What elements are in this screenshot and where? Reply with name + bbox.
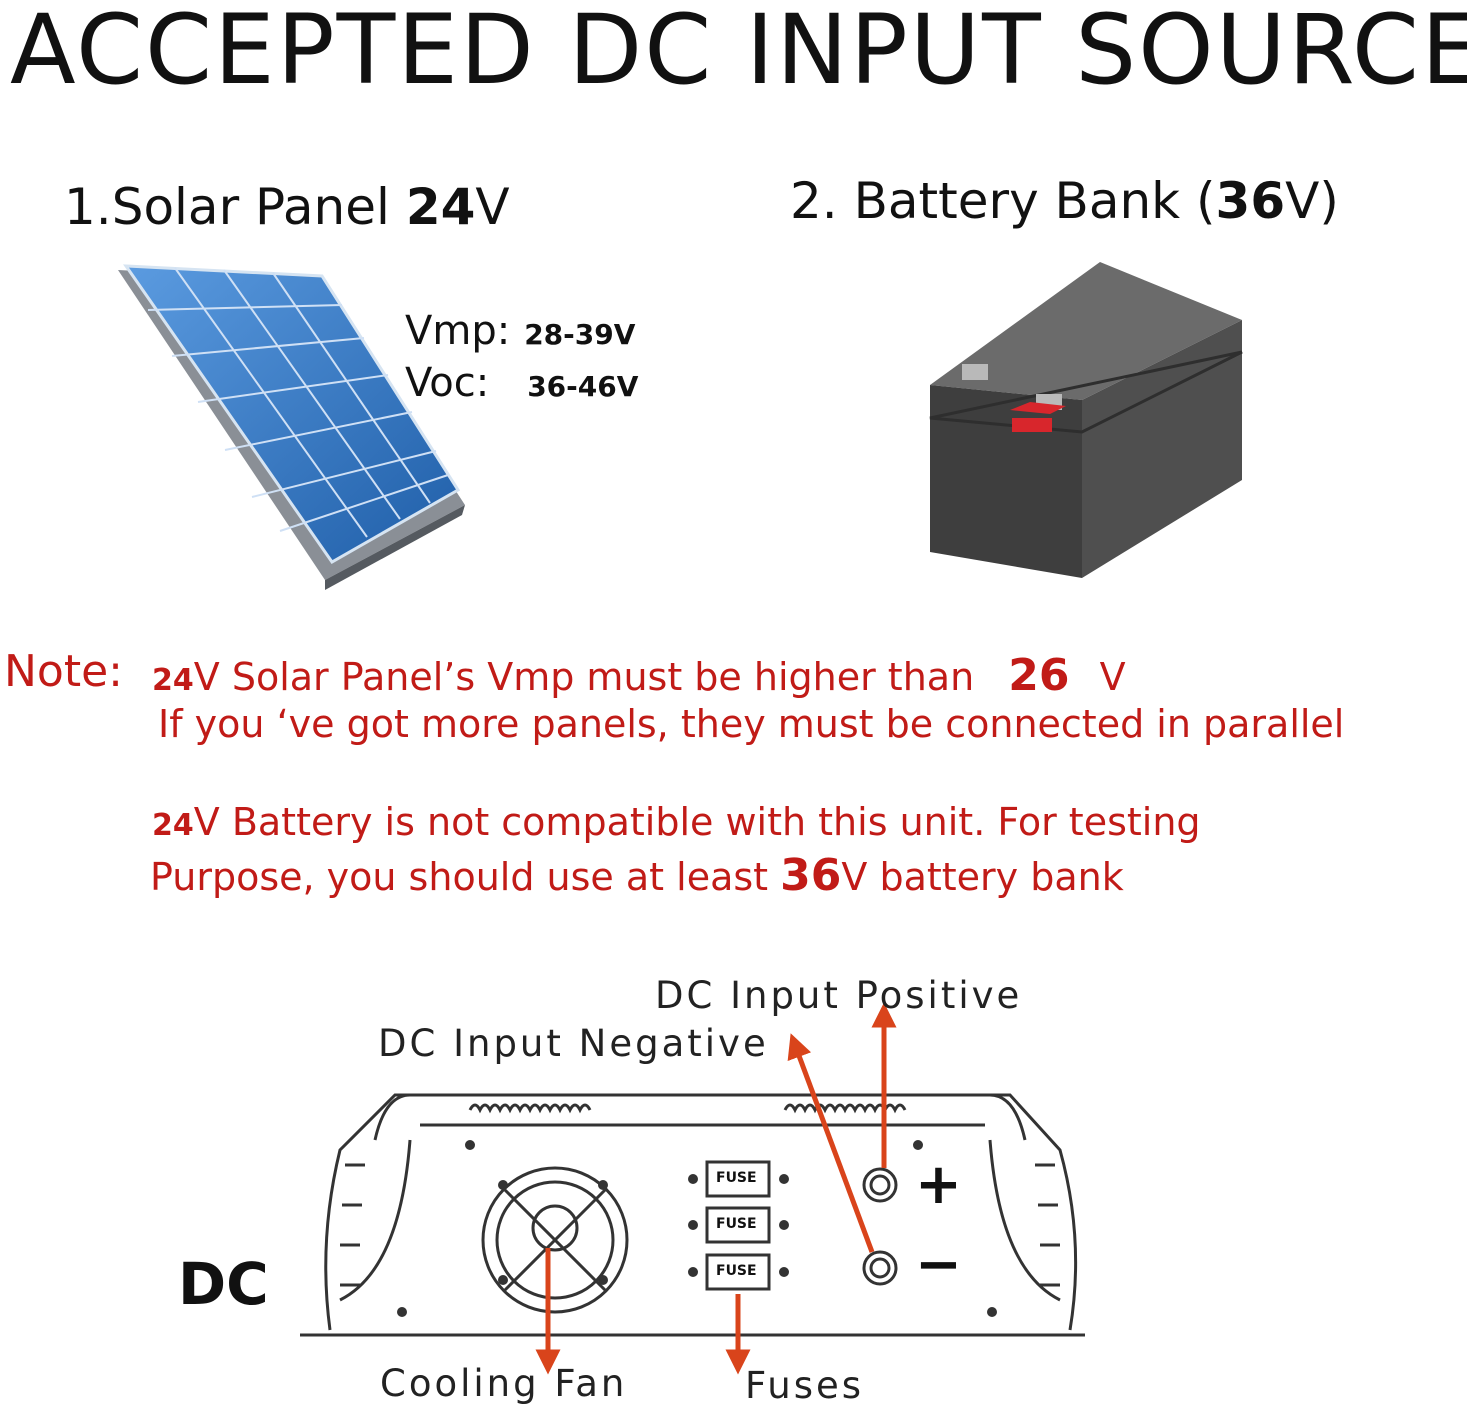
note-line1-unit: V <box>1099 655 1126 699</box>
fuses-label: Fuses <box>745 1364 865 1407</box>
note-line4-value: 36 <box>780 850 842 901</box>
cooling-fan-label: Cooling Fan <box>380 1362 628 1405</box>
dc-input-positive-label: DC Input Positive <box>655 974 1023 1017</box>
note-line-4: Purpose, you should use at least 36V bat… <box>150 850 1124 901</box>
voc-value: 36-46V <box>527 370 639 403</box>
solar-prefix: 1.Solar Panel <box>64 178 390 236</box>
note-line3-text: V Battery is not compatible with this un… <box>193 800 1201 844</box>
battery-prefix: 2. Battery Bank ( <box>790 172 1216 230</box>
vmp-spec: Vmp: 28-39V <box>405 308 635 354</box>
voc-label: Voc: <box>405 360 490 406</box>
minus-sign: − <box>915 1232 962 1297</box>
fuse-label-1: FUSE <box>716 1170 757 1186</box>
vmp-value: 28-39V <box>524 318 636 351</box>
note-line-1: 24V Solar Panel’s Vmp must be higher tha… <box>152 650 1126 701</box>
inverter-diagram <box>300 1093 1085 1337</box>
note-label: Note: <box>4 646 123 697</box>
battery-unit: V) <box>1285 172 1339 230</box>
note-line3-volts: 24 <box>152 808 194 843</box>
solar-volts: 24 <box>405 178 476 236</box>
screw-icons <box>397 1140 997 1317</box>
note-line4-unit: V battery bank <box>841 855 1124 899</box>
voc-spec: Voc: 36-46V <box>405 360 638 406</box>
battery-image <box>929 262 1243 578</box>
solar-panel-heading: 1.Solar Panel 24V <box>64 178 510 236</box>
note-line1-text: V Solar Panel’s Vmp must be higher than <box>193 655 975 699</box>
solar-unit: V <box>475 178 510 236</box>
solar-panel-image <box>118 264 465 590</box>
note-line1-value: 26 <box>1008 650 1070 701</box>
battery-bank-heading: 2. Battery Bank (36V) <box>790 172 1339 230</box>
vmp-label: Vmp: <box>405 308 511 354</box>
callout-arrows <box>535 1002 897 1375</box>
fuse-label-3: FUSE <box>716 1263 757 1279</box>
note-line4-text: Purpose, you should use at least <box>150 855 769 899</box>
dc-input-negative-label: DC Input Negative <box>378 1022 769 1065</box>
note-line-2: If you ‘ve got more panels, they must be… <box>158 702 1345 746</box>
page-title: ACCEPTED DC INPUT SOURCE <box>10 0 1467 106</box>
plus-sign: + <box>915 1152 962 1217</box>
note-line1-volts: 24 <box>152 663 194 698</box>
fuse-label-2: FUSE <box>716 1216 757 1232</box>
note-line-3: 24V Battery is not compatible with this … <box>152 800 1201 844</box>
dc-label: DC <box>178 1250 269 1318</box>
negative-arrow <box>787 1033 875 1253</box>
battery-volts: 36 <box>1215 172 1286 230</box>
